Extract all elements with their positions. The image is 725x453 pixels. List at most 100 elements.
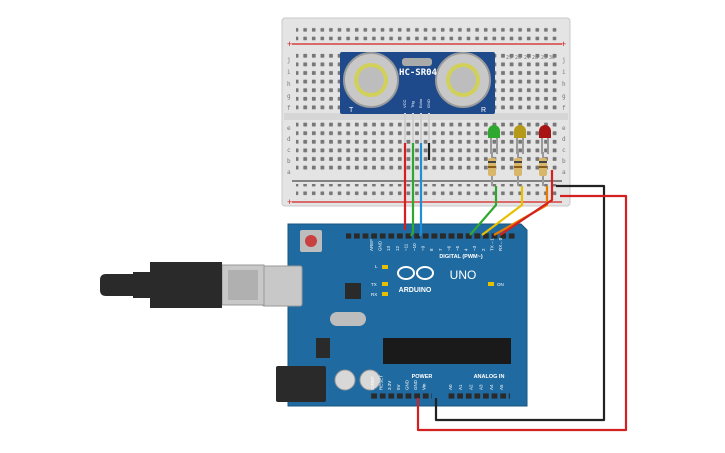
- row-letter: i: [562, 69, 566, 76]
- usb-chip: [345, 283, 361, 299]
- wire-gnd-rail: [434, 184, 606, 422]
- wire-red-led: [499, 170, 554, 236]
- bottom-rail: [296, 184, 558, 200]
- sensor-model-label: HC-SR04: [399, 68, 438, 78]
- sensor-r-mark: R: [481, 107, 486, 114]
- pin-label: IOREF: [370, 376, 375, 390]
- column-number: 27: [524, 55, 530, 61]
- receiver-transducer: [435, 52, 491, 108]
- pin-label: TX→1: [489, 238, 494, 251]
- sensor-pins: [404, 113, 430, 143]
- led-green[interactable]: [488, 125, 500, 154]
- row-letter: j: [287, 57, 291, 64]
- model-label: UNO: [450, 268, 477, 282]
- wire-trig: [410, 143, 415, 237]
- usb-port[interactable]: [261, 265, 303, 307]
- capacitor: [359, 369, 381, 391]
- sensor-t-mark: T: [349, 107, 354, 114]
- atmega-chip: [383, 338, 511, 364]
- wire-5v-rail: [416, 194, 628, 432]
- pin-label: GND: [378, 240, 383, 251]
- pin-label: 13: [386, 245, 391, 251]
- arduino-uno-board: ARDUINO UNO DIGITAL (PWM~) POWER ANALOG …: [261, 223, 528, 407]
- led-yellow[interactable]: [514, 125, 526, 154]
- wire-green-led: [469, 186, 498, 236]
- analog-header-label: ANALOG IN: [474, 374, 505, 380]
- pin-label: GND: [413, 379, 418, 390]
- row-letter: a: [287, 169, 291, 176]
- column-number: 30: [549, 55, 555, 61]
- pin-label: 7: [438, 248, 443, 251]
- pin-label: ~6: [446, 245, 451, 251]
- sensor-pin-label: Trig: [410, 101, 415, 108]
- pin-label: 2: [481, 248, 486, 251]
- sensor-pin-label: GND: [426, 99, 431, 108]
- wire-yellow-led: [481, 186, 524, 236]
- l-label: L: [375, 264, 378, 269]
- column-number: 29: [541, 55, 547, 61]
- pin-label: ~11: [403, 243, 408, 251]
- row-letter: h: [562, 81, 566, 88]
- pin-label: A0: [448, 384, 453, 390]
- power-header: [370, 392, 432, 400]
- analog-header: [446, 392, 510, 400]
- pin-label: A3: [479, 384, 484, 390]
- pin-label: A1: [458, 384, 463, 390]
- row-letter: e: [562, 125, 566, 132]
- row-letter: b: [562, 158, 566, 165]
- pin-label: AREF: [369, 239, 374, 251]
- pin-label: GND: [404, 379, 409, 390]
- top-rail: [296, 25, 558, 41]
- pin-label: Vin: [422, 383, 427, 390]
- resistors: [488, 152, 547, 186]
- row-letter: g: [562, 93, 566, 100]
- row-letter: g: [287, 93, 291, 100]
- pin-label: ~9: [421, 245, 426, 251]
- row-letter: b: [287, 158, 291, 165]
- capacitor: [334, 369, 356, 391]
- row-letter: c: [562, 147, 566, 154]
- arduino-logo: [397, 266, 434, 280]
- crystal: [402, 58, 432, 66]
- rx-led: [382, 292, 388, 296]
- rx-label: RX: [371, 292, 377, 297]
- power-jack[interactable]: [276, 366, 326, 402]
- column-number: 26: [515, 55, 521, 61]
- row-letter: d: [562, 136, 566, 143]
- pin-label: 3.3V: [387, 381, 392, 390]
- row-letter: f: [562, 105, 566, 112]
- pin-label: ~10: [412, 243, 417, 251]
- sensor-pin-label: Echo: [418, 98, 423, 108]
- row-letter: f: [287, 105, 291, 112]
- reset-button[interactable]: [305, 235, 317, 247]
- top-plus-sign: +: [287, 39, 292, 49]
- regulator: [316, 338, 330, 358]
- sensor-pin-label: VCC: [402, 99, 407, 108]
- led-red[interactable]: [539, 125, 551, 154]
- ultrasonic-sensor: HC-SR04 T R VCC Trig Echo GND: [340, 52, 495, 143]
- column-number: 25: [506, 55, 512, 61]
- column-number: 28: [532, 55, 538, 61]
- pin-label: A5: [499, 384, 504, 390]
- row-letter: c: [287, 147, 291, 154]
- row-letter: j: [562, 57, 566, 64]
- pin-label: A4: [489, 384, 494, 390]
- center-channel: [284, 113, 568, 120]
- pin-label: RESET: [379, 375, 384, 390]
- digital-header-right: [437, 232, 517, 240]
- wire-echo: [418, 143, 423, 237]
- brand-label: ARDUINO: [399, 287, 432, 294]
- on-led: [488, 282, 494, 286]
- tx-led: [382, 282, 388, 286]
- wires: [403, 143, 628, 432]
- pin-label: 4: [464, 248, 469, 251]
- l-led: [382, 265, 388, 269]
- usb-cable: [100, 262, 265, 308]
- pin-label: ~5: [455, 245, 460, 251]
- row-letter: h: [287, 81, 291, 88]
- pin-label: 5V: [396, 384, 401, 390]
- row-letter: e: [287, 125, 291, 132]
